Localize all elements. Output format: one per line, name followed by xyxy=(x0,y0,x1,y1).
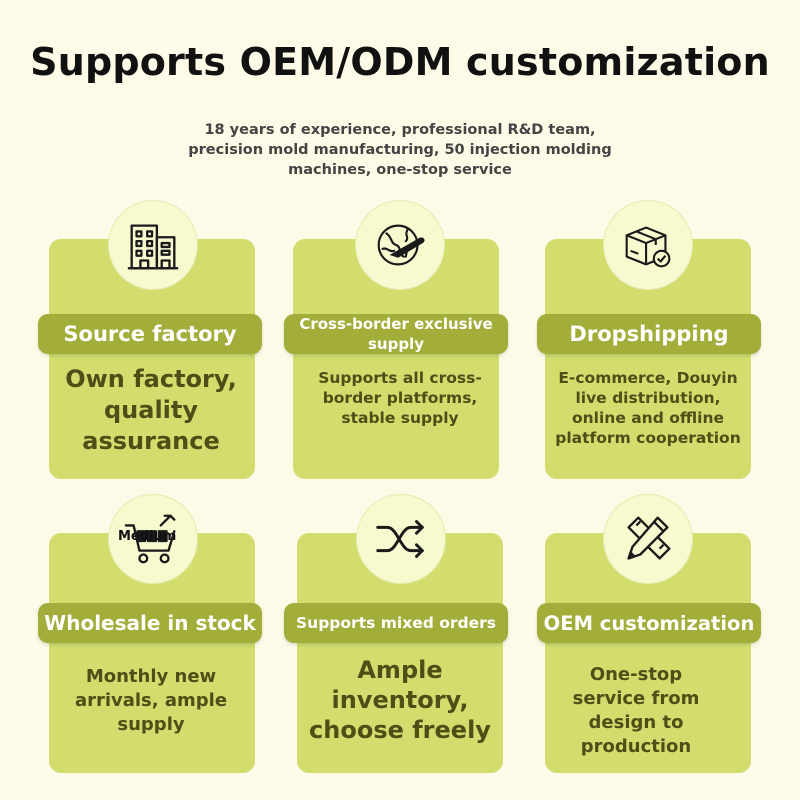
pencil-ruler-icon xyxy=(627,516,671,560)
desc-mixed-orders: Ample inventory, choose freely xyxy=(309,656,491,744)
page-title: Supports OEM/ODM customization xyxy=(30,40,770,84)
package-check-icon xyxy=(625,226,671,268)
icon-circle xyxy=(603,494,693,584)
desc-source-factory: Own factory, quality assurance xyxy=(65,365,237,455)
icon-circle xyxy=(603,200,693,290)
page-subtitle: 18 years of experience, professional R&D… xyxy=(188,122,612,178)
label-mixed-orders: Supports mixed orders xyxy=(284,603,508,643)
label-dropshipping: Dropshipping xyxy=(537,314,761,354)
desc-dropshipping: E-commerce, Douyin live distribution, on… xyxy=(555,369,741,447)
icon-circle xyxy=(356,494,446,584)
globe-plane-icon xyxy=(377,224,425,266)
factory-icon xyxy=(127,224,179,270)
shopping-cart-icon xyxy=(124,514,176,564)
icon-circle xyxy=(355,200,445,290)
label-cross-border: Cross-border exclusive supply xyxy=(284,314,508,354)
icon-overlay-text: Medium xyxy=(118,529,177,544)
icon-circle xyxy=(108,200,198,290)
label-source-factory: Source factory xyxy=(38,314,262,354)
shuffle-icon xyxy=(376,520,424,558)
label-wholesale: Wholesale in stock xyxy=(38,603,262,643)
icon-circle xyxy=(108,494,198,584)
desc-oem: One-stop service from design to producti… xyxy=(572,664,700,757)
desc-wholesale: Monthly new arrivals, ample supply xyxy=(74,666,228,735)
label-oem: OEM customization xyxy=(537,603,761,643)
desc-cross-border: Supports all cross-border platforms, sta… xyxy=(318,369,482,427)
